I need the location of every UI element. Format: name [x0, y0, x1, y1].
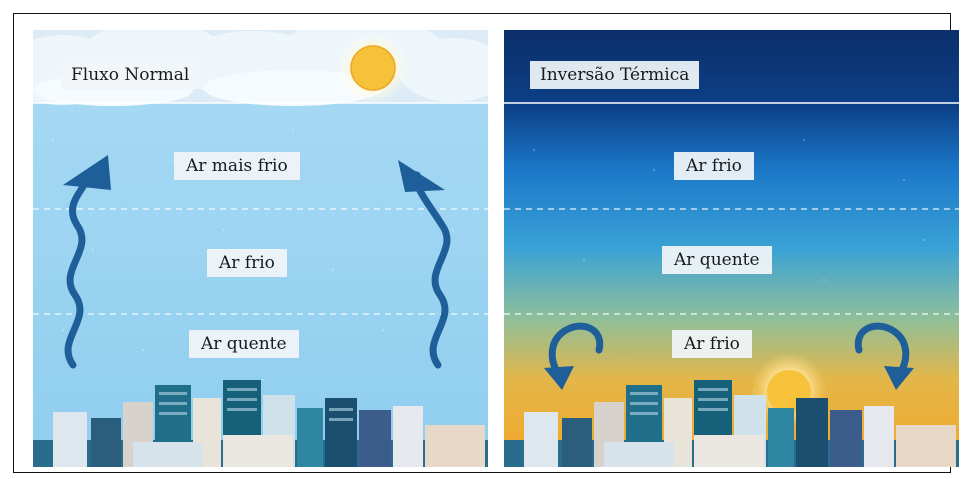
thermal-inversion-title: Inversão Térmica — [530, 61, 700, 89]
arrowhead-left-icon — [63, 155, 111, 190]
arrowhead-right-icon — [884, 366, 914, 390]
city-skyline — [504, 380, 959, 467]
layer-label-top: Ar mais frio — [174, 152, 300, 180]
layer-label-bottom: Ar quente — [189, 330, 299, 358]
rising-arrow-left — [64, 171, 90, 369]
layer-label-middle: Ar frio — [207, 249, 287, 277]
rising-air-arrows — [64, 171, 451, 369]
normal-flow-panel: Fluxo Normal Ar mais frio Ar frio Ar que… — [33, 30, 488, 467]
layer-label-bottom: Ar frio — [672, 330, 752, 358]
normal-flow-title: Fluxo Normal — [61, 61, 200, 89]
layer-label-middle: Ar quente — [662, 246, 772, 274]
layer-label-top: Ar frio — [674, 152, 754, 180]
arrowhead-left-icon — [544, 366, 574, 390]
sun-icon — [350, 45, 396, 91]
normal-flow-illustration — [33, 30, 488, 467]
rising-arrow-right — [412, 171, 451, 369]
thermal-inversion-panel: Inversão Térmica Ar frio Ar quente Ar fr… — [504, 30, 959, 467]
city-skyline — [33, 380, 488, 467]
trapped-air-arrows — [548, 322, 910, 379]
arrowhead-right-icon — [398, 160, 445, 192]
curved-arrow-left — [548, 322, 604, 379]
curved-arrow-right — [854, 322, 910, 379]
